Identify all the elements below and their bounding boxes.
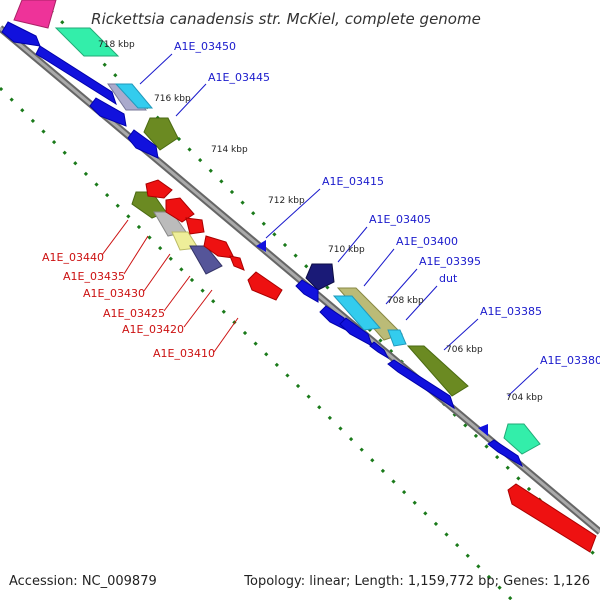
gene-blue-2[interactable] [35, 45, 117, 106]
gene-cyan-top-2[interactable] [332, 295, 381, 331]
leader-line [405, 285, 438, 321]
gene-olive-top-2[interactable] [406, 345, 469, 397]
leader-line [385, 268, 418, 305]
leader-line [123, 235, 149, 275]
scale-label: 710 kbp [328, 245, 365, 255]
gene-blue-7[interactable] [339, 317, 373, 348]
gene-red-7[interactable] [507, 483, 597, 553]
scale-ruler-bottom [0, 86, 514, 600]
map-title: Rickettsia canadensis str. McKiel, compl… [91, 10, 481, 28]
gene-olive-top[interactable] [143, 117, 179, 151]
leader-line [337, 226, 368, 263]
leader-line [443, 318, 479, 351]
footer-summary: Topology: linear; Length: 1,159,772 bp; … [243, 574, 590, 589]
gene-red-5[interactable] [229, 255, 245, 271]
gene-blue-4[interactable] [127, 129, 159, 159]
gene-label[interactable]: A1E_03420 [122, 323, 184, 336]
leader-line [213, 317, 239, 353]
gene-red-6[interactable] [247, 271, 283, 301]
leader-line [507, 367, 539, 397]
gene-blue-8[interactable] [369, 341, 390, 360]
leader-line [101, 219, 129, 256]
gene-label[interactable]: A1E_03450 [174, 40, 236, 53]
gene-cyan-small[interactable] [387, 329, 407, 347]
footer-accession: Accession: NC_009879 [9, 574, 157, 589]
gene-blue-10[interactable] [487, 439, 524, 468]
scale-label: 718 kbp [98, 40, 135, 50]
gene-blue-5[interactable] [295, 279, 319, 303]
gene-label[interactable]: A1E_03405 [369, 213, 431, 226]
gene-label[interactable]: A1E_03380 [540, 354, 600, 367]
leader-line [139, 53, 173, 85]
leader-line [163, 275, 191, 312]
gene-label[interactable]: A1E_03400 [396, 235, 458, 248]
gene-blue-tiny-2[interactable] [478, 424, 488, 436]
gene-magenta-top[interactable] [13, 0, 57, 29]
gene-label[interactable]: A1E_03440 [42, 251, 104, 264]
reverse-strand-genes [131, 179, 597, 553]
scale-label: 714 kbp [211, 145, 248, 155]
gene-label[interactable]: A1E_03410 [153, 347, 215, 360]
gene-red-1[interactable] [145, 179, 173, 199]
scale-label: 716 kbp [154, 94, 191, 104]
gene-red-4[interactable] [203, 235, 235, 259]
gene-cyan-top[interactable] [114, 83, 154, 109]
leader-line [175, 83, 207, 117]
leader-line [363, 248, 395, 287]
forward-strand-genes [1, 0, 541, 468]
gene-blue-1[interactable] [1, 21, 41, 47]
gene-label[interactable]: dut [439, 272, 458, 285]
leader-line [183, 289, 213, 328]
leader-line [265, 188, 321, 239]
gene-navy-top[interactable] [305, 263, 335, 291]
gene-teal-top-2[interactable] [503, 423, 541, 455]
gene-blue-9[interactable] [387, 359, 455, 410]
gene-label[interactable]: A1E_03430 [83, 287, 145, 300]
gene-slate-bottom[interactable] [189, 245, 223, 275]
gene-label[interactable]: A1E_03445 [208, 71, 270, 84]
gene-labels: A1E_03450 A1E_03445 A1E_03415 A1E_03405 … [42, 40, 600, 367]
gene-label[interactable]: A1E_03415 [322, 175, 384, 188]
scale-label: 708 kbp [387, 296, 424, 306]
scale-label: 706 kbp [446, 345, 483, 355]
gene-blue-3[interactable] [89, 97, 127, 127]
leader-line [143, 253, 171, 292]
scale-label: 712 kbp [268, 196, 305, 206]
gene-label[interactable]: A1E_03395 [419, 255, 481, 268]
gene-blue-tiny[interactable] [256, 240, 266, 252]
label-leader-lines [101, 53, 539, 397]
gene-teal-top[interactable] [54, 27, 120, 57]
scale-labels: 718 kbp 716 kbp 714 kbp 712 kbp 710 kbp … [98, 40, 543, 403]
gene-label[interactable]: A1E_03435 [63, 270, 125, 283]
gene-label[interactable]: A1E_03425 [103, 307, 165, 320]
gene-label[interactable]: A1E_03385 [480, 305, 542, 318]
scale-label: 704 kbp [506, 393, 543, 403]
gene-red-3[interactable] [185, 217, 205, 235]
